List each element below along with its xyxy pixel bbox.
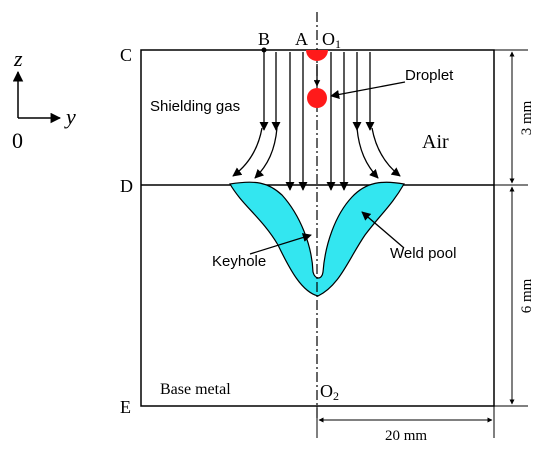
axis-y-label: y	[64, 104, 76, 129]
coordinate-system	[12, 70, 62, 124]
shielding-gas-label: Shielding gas	[150, 98, 240, 115]
point-e-label: E	[120, 397, 131, 417]
air-label: Air	[422, 131, 449, 153]
weld-pool-leader	[361, 211, 405, 249]
dimension-3mm: 3 mm	[519, 100, 535, 135]
keyhole-label: Keyhole	[212, 253, 266, 270]
point-o2-label: O2	[320, 381, 339, 403]
axis-origin-label: 0	[12, 128, 23, 153]
point-c-label: C	[120, 45, 132, 65]
droplet-half	[306, 50, 328, 61]
keyhole-leader	[249, 233, 312, 255]
base-metal-label: Base metal	[160, 381, 231, 398]
droplet-ball	[307, 88, 327, 108]
weld-pool-label: Weld pool	[390, 245, 456, 262]
point-b-marker	[261, 47, 267, 53]
axis-z-label: z	[13, 46, 23, 71]
point-o1-label: O1	[322, 29, 341, 51]
droplet-label: Droplet	[405, 67, 454, 84]
dimension-6mm: 6 mm	[519, 278, 535, 313]
dimension-lines	[316, 49, 528, 438]
point-d-label: D	[120, 176, 133, 196]
point-b-label: B	[258, 29, 270, 49]
droplet-leader	[330, 81, 406, 99]
point-a-label: A	[295, 29, 308, 49]
dimension-20mm: 20 mm	[385, 428, 427, 444]
